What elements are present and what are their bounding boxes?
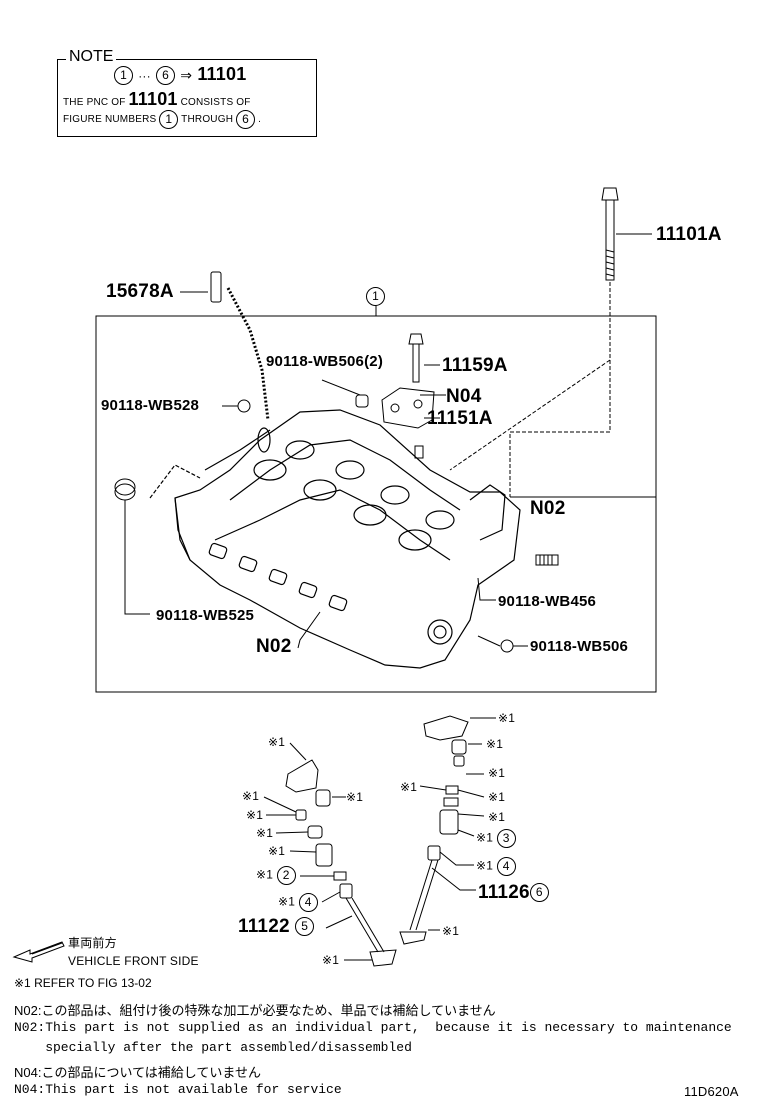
note-title: NOTE <box>66 48 117 66</box>
note-line3-circle-end: 6 <box>236 110 256 129</box>
label-11159A: 11159A <box>442 355 508 376</box>
ref-mark: ※1 <box>256 826 274 840</box>
note-line-2: THE PNC OF 11101 CONSISTS OF <box>63 89 251 110</box>
label-11151A: 11151A <box>427 408 493 429</box>
callout-6-number: 6 <box>529 883 549 903</box>
callout-4b-number: 4 <box>298 893 318 912</box>
callout-1-number: 1 <box>366 287 385 306</box>
cylinder-head-frame <box>95 315 657 693</box>
ref-mark: ※1 <box>476 830 494 845</box>
ref-mark: ※1 <box>322 953 340 967</box>
note-arrow: ⇒ <box>180 67 193 83</box>
label-11122-text: 11122 <box>238 916 290 937</box>
intake-valve-assembly <box>263 742 397 967</box>
direction-en: VEHICLE FRONT SIDE <box>68 954 199 968</box>
ref-with-circle-3: ※1 3 <box>476 829 516 848</box>
note-line-1: 1 ··· 6 ⇒ 11101 <box>114 64 246 85</box>
label-15678A: 15678A <box>106 281 174 302</box>
bolt-11101A <box>601 187 619 281</box>
ref-mark: ※1 <box>268 844 286 858</box>
ref-mark: ※1 <box>488 766 506 780</box>
label-90118-WB525: 90118-WB525 <box>156 607 255 624</box>
label-N04: N04 <box>446 386 482 407</box>
label-11126-text: 11126 <box>478 882 530 903</box>
label-90118-WB456: 90118-WB456 <box>498 593 597 610</box>
label-N02-left: N02 <box>256 636 292 657</box>
note-circle-end: 6 <box>156 65 175 85</box>
note-line2-pnc: 11101 <box>128 89 178 109</box>
ref-mark: ※1 <box>488 810 506 824</box>
note-box <box>57 59 317 137</box>
ref-mark: ※1 <box>400 780 418 794</box>
note-line3-mid: THROUGH <box>181 114 234 126</box>
callout-2-number: 2 <box>276 866 296 885</box>
note-line3-circle-start: 1 <box>159 110 179 129</box>
footnote-n02-jp: N02:この部品は、組付け後の特殊な加工が必要なため、単品では補給していません <box>14 1003 496 1018</box>
footnote-n02-en-1: N02:This part is not supplied as an indi… <box>14 1020 732 1035</box>
ref-mark: ※1 <box>278 894 296 909</box>
ref-with-circle-2: ※1 2 <box>256 866 296 885</box>
ref-mark: ※1 <box>346 790 364 804</box>
note-line3-pre: FIGURE NUMBERS <box>63 114 157 126</box>
footnote-ref: ※1 REFER TO FIG 13-02 <box>14 976 152 990</box>
note-pnc: 11101 <box>197 64 247 84</box>
ref-mark: ※1 <box>498 711 516 725</box>
note-line2-pre: THE PNC OF <box>63 97 126 108</box>
label-11122: 11122 5 <box>238 916 315 938</box>
exhaust-valve-assembly <box>399 715 496 945</box>
label-N02-right: N02 <box>530 498 566 519</box>
callout-4-number: 4 <box>496 857 516 876</box>
ref-with-circle-4b: ※1 4 <box>278 893 318 912</box>
label-90118-WB506-2: 90118-WB506(2) <box>266 353 384 370</box>
ref-mark: ※1 <box>476 858 494 873</box>
footnote-n04-jp: N04:この部品については補給していません <box>14 1065 262 1080</box>
ref-mark: ※1 <box>242 789 260 803</box>
footnote-n04-en: N04:This part is not available for servi… <box>14 1082 342 1097</box>
note-line-3: FIGURE NUMBERS 1 THROUGH 6 . <box>63 110 261 129</box>
callout-5-number: 5 <box>295 917 315 937</box>
footnote-n02-en-2: specially after the part assembled/disas… <box>14 1040 412 1055</box>
label-90118-WB506: 90118-WB506 <box>530 638 629 655</box>
note-line2-post: CONSISTS OF <box>180 97 251 108</box>
direction-jp: 車両前方 <box>68 936 117 950</box>
ref-with-circle-4: ※1 4 <box>476 857 516 876</box>
cylinder-head-drawing <box>149 409 521 669</box>
note-circle-start: 1 <box>114 65 133 85</box>
callout-3-number: 3 <box>496 829 516 848</box>
ref-mark: ※1 <box>488 790 506 804</box>
ref-mark: ※1 <box>246 808 264 822</box>
callout-circle-1: 1 <box>366 287 385 306</box>
ref-mark: ※1 <box>486 737 504 751</box>
ref-mark: ※1 <box>442 924 460 938</box>
ref-mark: ※1 <box>268 735 286 749</box>
figure-code: 11D620A <box>684 1084 739 1099</box>
ref-mark: ※1 <box>256 867 274 882</box>
label-90118-WB528: 90118-WB528 <box>101 397 200 414</box>
label-11101A: 11101A <box>656 224 722 245</box>
note-line3-end: . <box>258 114 262 126</box>
